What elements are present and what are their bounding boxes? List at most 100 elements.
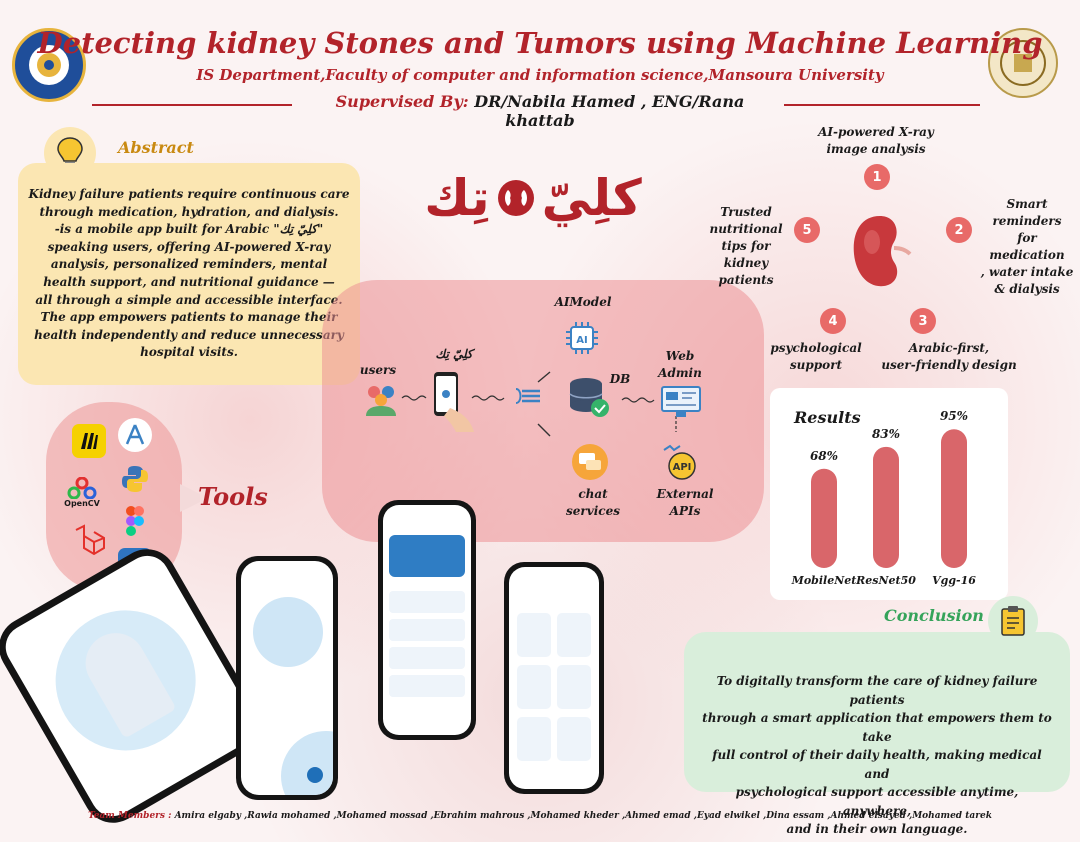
faculty-seal-icon — [29, 45, 69, 85]
phone-3-banner — [389, 535, 465, 577]
phone-mockup-3 — [378, 500, 476, 740]
phone-4-tile — [517, 717, 551, 761]
phone-mockup-2 — [236, 556, 338, 800]
feature-2-number: 2 — [946, 217, 972, 243]
feature-5-line: Trusted — [720, 205, 772, 219]
phone-4-screen — [509, 567, 599, 789]
feature-4-number: 4 — [820, 308, 846, 334]
result-bar-value: 83% — [871, 426, 901, 441]
architecture-connectors — [401, 371, 677, 437]
result-bar-resnet50 — [873, 446, 899, 568]
laravel-icon — [75, 524, 105, 556]
abstract-line: health support, and nutritional guidance… — [43, 274, 335, 289]
phone-3-screen — [383, 505, 471, 735]
phone-2-bottom-circle — [281, 731, 333, 795]
phone-4-tile — [517, 613, 551, 657]
supervisor-names: DR/Nabila Hamed , ENG/Rana khattab — [468, 92, 745, 130]
ai-model-label: AIModel — [554, 295, 612, 309]
team-names: Amira elgaby ,Rawia mohamed ,Mohamed mos… — [171, 811, 992, 821]
figma-icon — [126, 506, 144, 536]
phone-mockup-4 — [504, 562, 604, 794]
university-seal — [988, 28, 1058, 98]
conclusion-badge — [988, 596, 1038, 646]
feature-1-number: 1 — [864, 164, 890, 190]
android-studio-tool — [118, 418, 152, 452]
figma-tool — [118, 504, 152, 538]
chat-line1: chat — [578, 487, 608, 501]
laravel-tool — [70, 520, 110, 560]
chat-services — [570, 442, 610, 486]
app-name-label: كلِيّ تِك — [435, 347, 473, 361]
phone-3-card — [389, 619, 465, 641]
phone-3-card — [389, 647, 465, 669]
abstract-line: The app empowers patients to manage thei… — [40, 310, 338, 325]
phone-4-tile — [517, 665, 551, 709]
feature-3-line: user-friendly design — [881, 358, 1017, 372]
result-bar-value: 95% — [939, 409, 969, 424]
supervisors: Supervised By: DR/Nabila Hamed , ENG/Ran… — [300, 92, 780, 130]
tools-pointer — [180, 484, 202, 516]
web-admin-label: Web Admin — [648, 348, 712, 382]
conclusion-text: To digitally transform the care of kidne… — [700, 672, 1054, 839]
svg-text:API: API — [673, 462, 692, 473]
phone-icon — [434, 372, 474, 432]
users — [362, 382, 400, 422]
chat-icon — [572, 444, 608, 480]
abstract-box — [18, 163, 360, 385]
gateway-icon — [515, 388, 540, 404]
result-bar-category: Vgg-16 — [932, 574, 976, 587]
phone-4-tile — [557, 665, 591, 709]
api-icon: API — [663, 444, 696, 480]
university-seal-icon — [1000, 40, 1046, 86]
feature-4-line: psychological — [770, 341, 862, 355]
api-gateway — [512, 383, 544, 413]
results-heading: Results — [794, 408, 861, 427]
feature-2-line: , water intake — [980, 265, 1074, 279]
app-logo-part1: كلِيّ — [541, 169, 642, 227]
tools-heading: Tools — [198, 482, 268, 511]
kidney-icon — [853, 216, 912, 287]
abstract-heading: Abstract — [118, 138, 194, 157]
conclusion-box — [684, 632, 1070, 792]
users-label: users — [359, 363, 397, 377]
users-icon — [366, 386, 396, 416]
android-studio-icon — [125, 424, 145, 445]
ai-chip: AI — [562, 318, 602, 362]
feature-3-text: Arabic-first, user-friendly design — [880, 340, 1018, 374]
python-icon — [122, 466, 148, 492]
feature-5-number: 5 — [794, 217, 820, 243]
poster-subtitle: IS Department,Faculty of computer and in… — [196, 66, 884, 84]
clipboard-icon — [1001, 606, 1025, 636]
app-logo-part2: تِك — [424, 169, 490, 227]
header-divider-left — [92, 104, 292, 106]
database — [566, 376, 612, 424]
opencv-tool: OpenCV — [62, 474, 102, 510]
feature-2-text: Smart reminders for medication , water i… — [978, 196, 1076, 298]
abstract-text: Kidney failure patients require continuo… — [28, 186, 350, 362]
web-admin — [660, 385, 702, 423]
result-bar-vgg-16 — [941, 429, 967, 568]
phone-2-button — [307, 767, 323, 783]
feature-2-line: Smart — [1006, 197, 1048, 211]
feature-1-line: image analysis — [826, 142, 926, 156]
result-bar-category: ResNet50 — [856, 574, 916, 587]
conclusion-heading: Conclusion — [884, 606, 984, 625]
database-icon — [569, 378, 609, 417]
abstract-line: all through a simple and accessible inte… — [35, 292, 343, 307]
feature-1-text: AI-powered X-ray image analysis — [806, 124, 946, 158]
conclusion-line: full control of their daily health, maki… — [712, 748, 1042, 781]
result-bar-value: 68% — [809, 448, 839, 463]
phone-3-card — [389, 675, 465, 697]
svg-text:AI: AI — [576, 335, 587, 346]
phone-4-tile — [557, 717, 591, 761]
conclusion-line: through a smart application that empower… — [702, 711, 1052, 744]
feature-3-number: 3 — [910, 308, 936, 334]
feature-3-line: Arabic-first, — [908, 341, 990, 355]
python-tool — [118, 462, 152, 496]
abstract-line: analysis, personalized reminders, mental — [50, 257, 328, 272]
feature-2-line: reminders — [992, 214, 1062, 228]
external-apis: API — [658, 440, 702, 486]
abstract-line: speaking users, offering AI-powered X-ra… — [47, 239, 331, 254]
chat-line2: services — [566, 504, 620, 518]
phone-2-circle — [253, 597, 323, 667]
